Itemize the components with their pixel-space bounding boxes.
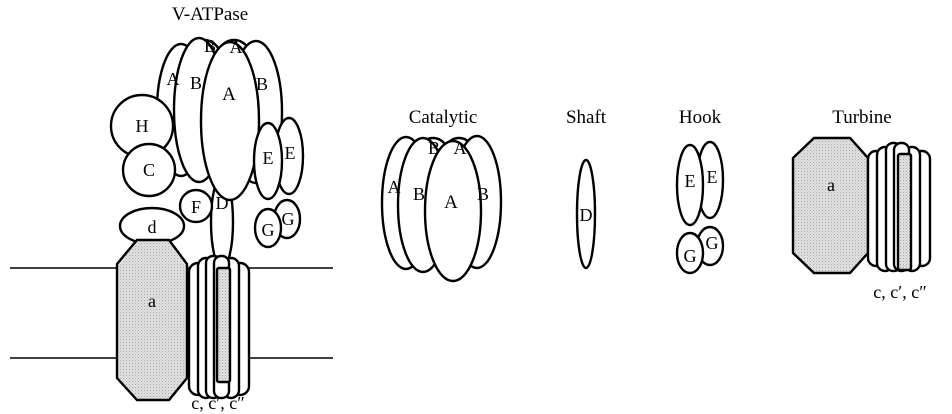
label-b-top: B xyxy=(428,138,440,158)
label-b-left: B xyxy=(190,73,202,93)
label-d-stalk: D xyxy=(580,205,593,225)
label-c-large: C xyxy=(143,160,155,180)
label-g-back: G xyxy=(282,209,295,229)
label-d-small: d xyxy=(148,217,157,237)
label-g-front: G xyxy=(684,246,697,266)
c-ring xyxy=(189,256,249,398)
label-a-left: A xyxy=(388,177,401,197)
label-c-subunits: c, c′, c″ xyxy=(873,282,926,302)
label-c-subunits: c, c′, c″ xyxy=(191,393,244,413)
label-a-left: A xyxy=(167,69,180,89)
subunit-a-membrane xyxy=(117,240,187,400)
label-a-membrane: a xyxy=(827,175,835,195)
shaft-title: Shaft xyxy=(566,107,607,128)
hook-title: Hook xyxy=(679,107,722,128)
label-g-back: G xyxy=(706,233,719,253)
label-a-center: A xyxy=(222,84,236,105)
label-a-top: A xyxy=(454,138,467,158)
subunit-a-center xyxy=(201,42,259,200)
c-ring xyxy=(868,143,930,271)
label-a-top: A xyxy=(230,37,243,57)
label-f: F xyxy=(191,197,201,217)
label-h: H xyxy=(136,116,149,136)
label-a-membrane: a xyxy=(148,291,156,311)
label-b-right: B xyxy=(256,74,268,94)
catalytic-title: Catalytic xyxy=(409,107,478,128)
full-complex: V-ATPase D B A A B A B H C E E G G xyxy=(10,4,333,413)
label-e-back: E xyxy=(285,143,296,163)
turbine-title: Turbine xyxy=(832,107,891,128)
label-b-left: B xyxy=(413,184,425,204)
label-e-front: E xyxy=(263,148,274,168)
label-a-center: A xyxy=(444,192,458,213)
catalytic-module: Catalytic B A A B A B xyxy=(382,107,501,281)
c-subunit-core xyxy=(217,268,230,382)
shaft-module: Shaft D xyxy=(566,107,607,268)
label-e-back: E xyxy=(707,167,718,187)
label-g-front: G xyxy=(262,220,275,240)
turbine-module: Turbine a c, c′, c″ xyxy=(793,107,930,302)
label-e-front: E xyxy=(685,171,696,191)
full-complex-title: V-ATPase xyxy=(172,4,248,25)
label-b-right: B xyxy=(477,184,489,204)
subunit-a-membrane xyxy=(793,138,868,273)
label-b-top: B xyxy=(204,36,216,56)
c-subunit-core xyxy=(898,154,911,270)
hook-module: Hook E E G G xyxy=(677,107,723,273)
